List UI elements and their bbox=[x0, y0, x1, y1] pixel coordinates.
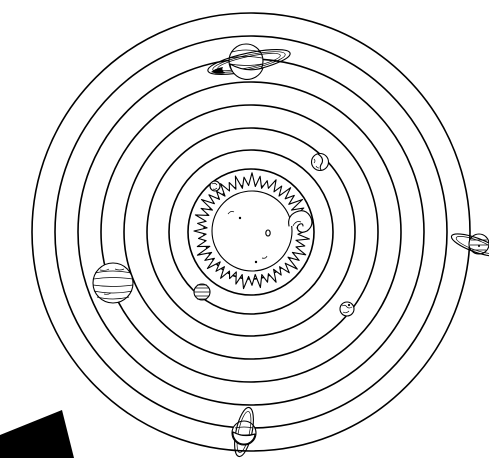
crescent-planet-icon bbox=[312, 154, 329, 171]
striped-planet-icon bbox=[194, 284, 210, 300]
rocky-planet-icon bbox=[340, 302, 354, 316]
black-corner-shape bbox=[0, 410, 74, 458]
small-planet-icon bbox=[210, 181, 220, 191]
ringed-planet-icon bbox=[206, 44, 292, 80]
banded-planet-icon bbox=[93, 263, 133, 303]
